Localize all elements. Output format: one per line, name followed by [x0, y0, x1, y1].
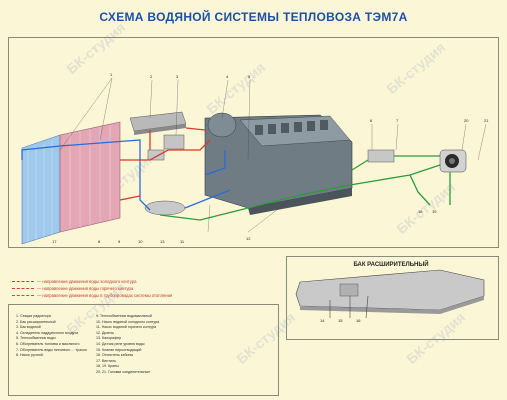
- water-oil-heat-exchanger: [144, 200, 186, 216]
- list-item: 18, 19. Краны: [96, 364, 119, 369]
- callout-number: 12: [246, 236, 251, 241]
- callout-number: 7: [396, 118, 399, 123]
- hot-loop-pipes: [119, 127, 211, 201]
- list-item: 9. Теплообменник водомасляный: [96, 314, 152, 318]
- list-item: 8. Насос ручной: [16, 353, 43, 358]
- callout-number: 1: [110, 72, 113, 77]
- expansion-tank-detail: [295, 269, 485, 319]
- list-item: 2. Бак расширительный: [16, 319, 56, 324]
- legend-heating-swatch: [12, 295, 34, 296]
- parts-list-left: 1. Секции радиатора 2. Бак расширительны…: [16, 314, 87, 359]
- callout-number: 15: [338, 318, 343, 323]
- callout-number: 20: [464, 118, 469, 123]
- list-item: 11. Насос водяной горячего контура: [96, 325, 157, 330]
- callout-number: 8: [98, 239, 101, 244]
- callout-numbers: 1 2 3 4 5 6 7 8 9 10 11 12 13 14 15 16 1…: [52, 72, 489, 323]
- diesel-engine: [204, 112, 353, 215]
- callout-number: 10: [138, 239, 143, 244]
- water-tank: [163, 134, 185, 150]
- list-item: 4. Охладитель наддувочного воздуха: [16, 330, 79, 335]
- callout-number: 13: [160, 239, 165, 244]
- legend-cold-text: — направление движения воды холодного ко…: [37, 279, 137, 284]
- legend-hot-text: — направление движения воды горячего кон…: [37, 286, 134, 291]
- callout-number: 21: [484, 118, 489, 123]
- heating-pipes: [159, 155, 451, 221]
- legend-cold-loop: — направление движения воды холодного ко…: [12, 279, 136, 284]
- callout-leaders: [59, 77, 487, 233]
- list-item: 1. Секции радиатора: [16, 314, 51, 318]
- callout-number: 9: [118, 239, 121, 244]
- callout-number: 18: [418, 209, 423, 214]
- legend-cold-swatch: [12, 281, 34, 282]
- legend-hot-swatch: [12, 288, 34, 289]
- callout-number: 19: [432, 209, 437, 214]
- list-item: 5. Теплообменник воды: [16, 336, 56, 341]
- list-item: 3. Бак водяной: [16, 325, 41, 330]
- callout-number: 3: [176, 74, 179, 79]
- page-title: СХЕМА ВОДЯНОЙ СИСТЕМЫ ТЕПЛОВОЗА ТЭМ7А: [99, 10, 408, 24]
- callout-number: 14: [320, 318, 325, 323]
- fuel-heater: [147, 149, 165, 161]
- list-item: 10. Насос водяной холодного контура: [96, 319, 160, 324]
- radiator-sections: [21, 121, 121, 245]
- callout-number: 5: [248, 74, 251, 79]
- list-item: 12. Дизель: [96, 330, 114, 335]
- list-item: 6. Обогреватель топлива и масляного: [16, 341, 80, 346]
- callout-number: 16: [356, 318, 361, 323]
- callout-number: 6: [370, 118, 373, 123]
- list-item: 17. Вентиль: [96, 358, 116, 363]
- list-item: 15. Клапан пароотводящий: [96, 347, 142, 352]
- list-item: 20, 21. Головки соединительные: [96, 369, 151, 374]
- expansion-tank-title: БАК РАСШИРИТЕЛЬНЫЙ: [353, 262, 429, 268]
- legend-heating-text: — направление движения воды в трубопрово…: [37, 293, 173, 298]
- list-item: 14. Датчик реле уровня воды: [96, 341, 145, 346]
- callout-number: 2: [150, 74, 153, 79]
- callout-number: 4: [226, 74, 229, 79]
- legend-heating-loop: — направление движения воды в трубопрово…: [12, 293, 172, 298]
- callout-number: 17: [52, 239, 57, 244]
- parts-list-right: 9. Теплообменник водомасляный 10. Насос …: [96, 314, 159, 376]
- callout-number: 11: [180, 239, 185, 244]
- calorifer: [367, 149, 395, 163]
- list-item: 13. Калорифер: [96, 336, 122, 341]
- list-item: 16. Отопитель кабины: [96, 353, 134, 358]
- legend-hot-loop: — направление движения воды горячего кон…: [12, 286, 133, 291]
- main-diagram-frame: [8, 37, 499, 248]
- parts-list-frame: [8, 304, 279, 396]
- expansion-tank-frame: [286, 256, 499, 340]
- cab-heater: [439, 149, 467, 173]
- expansion-tank: [129, 111, 187, 135]
- cold-loop-pipes: [21, 139, 231, 211]
- list-item: 7. Обогреватель воды питьевого ... трасс…: [16, 347, 87, 352]
